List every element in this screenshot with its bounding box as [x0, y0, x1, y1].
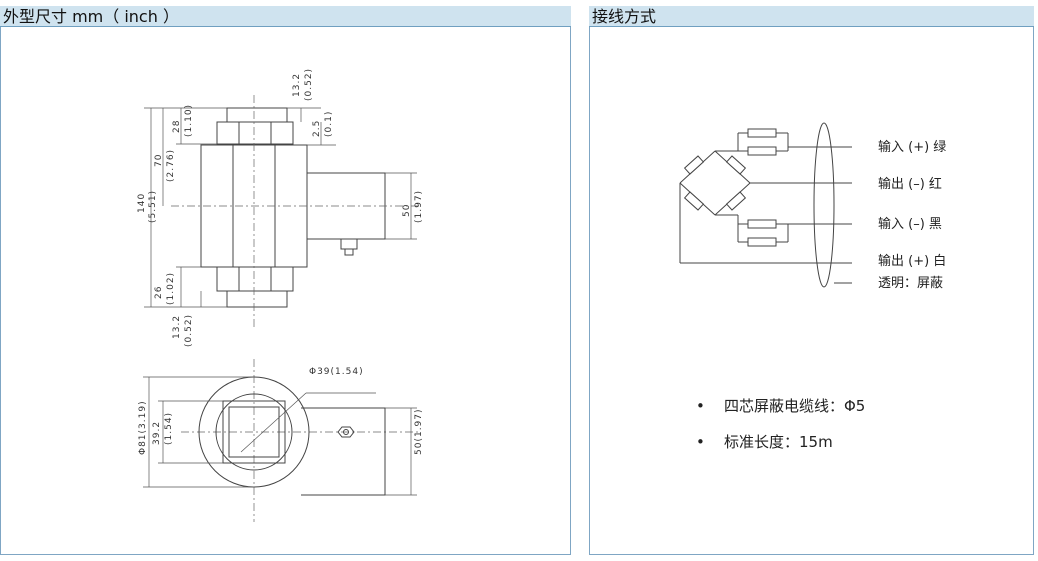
note-bullet: • [696, 433, 705, 451]
dim-28: 28 [172, 120, 182, 133]
wire-label-shield: 透明：屏蔽 [878, 276, 943, 291]
dimension-drawing: 140 (5.51) 70 (2.76) 28 (1.10) 13.2 (0.5… [137, 68, 424, 522]
dimensions-panel-title: 外型尺寸 mm（ inch ） [0, 6, 571, 27]
dim-50-bottom: 50(1.97) [414, 408, 424, 455]
note-cable-text: 四芯屏蔽电缆线：Φ5 [724, 397, 866, 415]
wire-label-input-positive: 输入 (+) 绿 [878, 139, 946, 155]
wire-label-input-negative: 输入 (–) 黑 [878, 216, 942, 232]
note-length-text: 标准长度：15m [724, 433, 833, 451]
wire-label-output-positive: 输出 (+) 白 [878, 253, 946, 269]
dim-140: 140 [137, 193, 147, 213]
dimensions-panel: 140 (5.51) 70 (2.76) 28 (1.10) 13.2 (0.5… [0, 27, 571, 555]
dim-70: 70 [154, 154, 164, 167]
dim-132-top: 13.2 [292, 73, 302, 97]
dim-phi81: Φ81(3.19) [138, 400, 148, 455]
wiring-diagram: 输入 (+) 绿 输出 (–) 红 输入 (–) 黑 输出 (+) 白 透明：屏… [679, 122, 946, 291]
note-cable: • 四芯屏蔽电缆线：Φ5 [696, 395, 865, 416]
dim-25: 2.5 [312, 120, 322, 137]
dim-70-inch: (2.76) [166, 149, 176, 182]
dim-392-inch: (1.54) [164, 412, 174, 445]
dim-28-inch: (1.10) [184, 104, 194, 137]
note-bullet: • [696, 397, 705, 415]
dim-phi39: Φ39(1.54) [309, 367, 364, 377]
wiring-panel: 输入 (+) 绿 输出 (–) 红 输入 (–) 黑 输出 (+) 白 透明：屏… [589, 27, 1034, 555]
dim-25-inch: (0.1) [324, 111, 334, 137]
dim-26: 26 [154, 286, 164, 299]
dim-50-inch: (1.97) [414, 190, 424, 223]
dim-132-bot: 13.2 [172, 315, 182, 339]
dim-392: 39.2 [152, 421, 162, 445]
wiring-panel-title: 接线方式 [589, 6, 1034, 27]
dim-26-inch: (1.02) [166, 272, 176, 305]
note-length: • 标准长度：15m [696, 431, 833, 452]
dim-140-inch: (5.51) [148, 190, 158, 223]
wire-label-output-negative: 输出 (–) 红 [878, 176, 942, 192]
dim-50: 50 [402, 204, 412, 217]
dim-132-top-inch: (0.52) [304, 68, 314, 101]
dim-132-bot-inch: (0.52) [184, 314, 194, 347]
